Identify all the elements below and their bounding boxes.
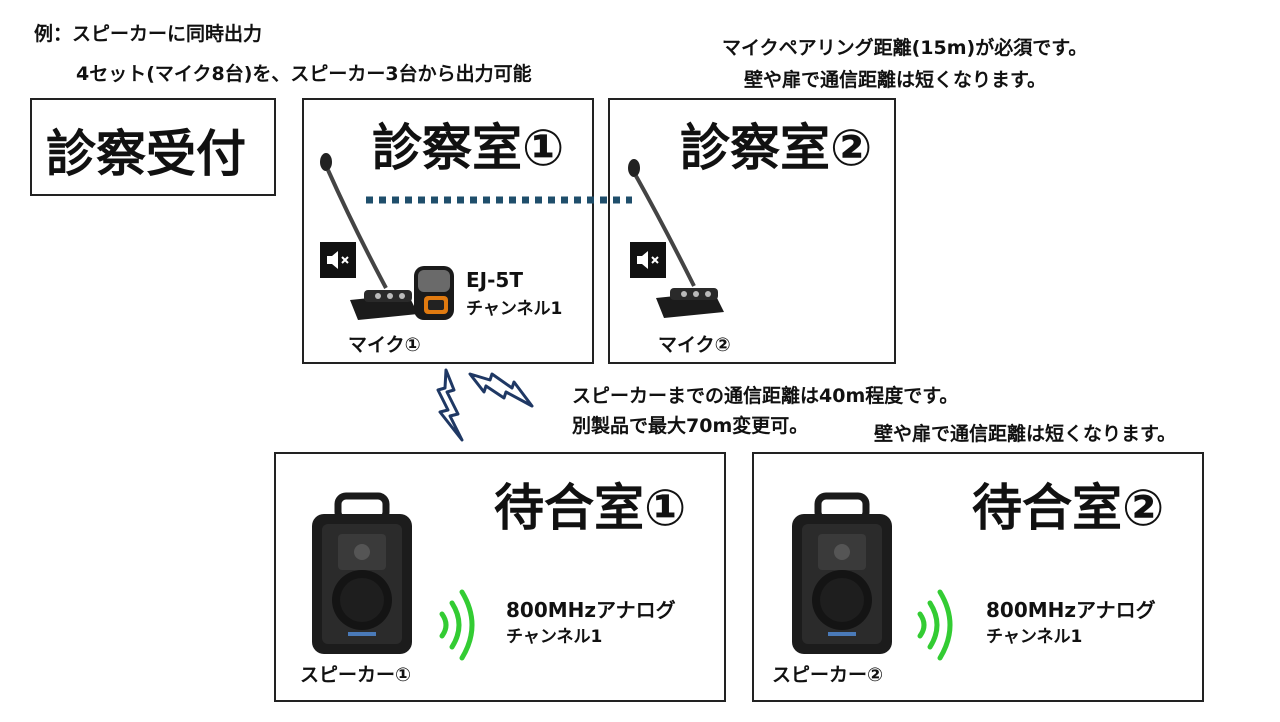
example-note-line2: 4セット(マイク8台)を、スピーカー3台から出力可能 [76, 63, 532, 85]
portable-speaker-1 [312, 492, 412, 654]
exam-room-1-box: 診察室① EJ-5T チャンネル1 マイク① [302, 98, 594, 364]
comm-note-line3: 壁や扉で通信距離は短くなります。 [874, 423, 1177, 445]
comm-note-line2: 別製品で最大70m変更可。 [572, 415, 809, 437]
waiting-room-2-box: 待合室② 800MHzアナログ チャンネル1 スピーカー② [752, 452, 1204, 702]
exam-room-2-box: 診察室② マイク② [608, 98, 896, 364]
speaker-1-label: スピーカー① [300, 664, 412, 686]
speaker-channel-1: チャンネル1 [506, 627, 603, 647]
lightning-signal-icon [436, 368, 464, 442]
mic-2-label: マイク② [658, 334, 731, 356]
reception-title: 診察受付 [46, 125, 246, 183]
waiting-room-1-title: 待合室① [494, 479, 687, 537]
pairing-dotted-line [366, 196, 632, 204]
transmitter-device [414, 266, 454, 320]
exam-room-2-title: 診察室② [680, 119, 873, 177]
gooseneck-mic-2 [628, 159, 724, 318]
waiting-room-1-box: 待合室① 800MHzアナログ チャンネル1 スピーカー① [274, 452, 726, 702]
speaker-channel-2: チャンネル1 [986, 627, 1083, 647]
gooseneck-mic-1 [320, 153, 418, 320]
reception-box: 診察受付 [30, 98, 276, 196]
device-name: EJ-5T [466, 268, 523, 292]
lightning-signal-icon [468, 372, 534, 408]
device-channel: チャンネル1 [466, 299, 563, 319]
example-note-line1: 例：スピーカーに同時出力 [34, 23, 263, 45]
exam-room-1-title: 診察室① [372, 119, 565, 177]
mic-1-label: マイク① [348, 334, 421, 356]
waiting-room-2-title: 待合室② [972, 479, 1165, 537]
signal-type-1: 800MHzアナログ [506, 598, 676, 622]
radio-wave-icon [917, 589, 953, 661]
portable-speaker-2 [792, 492, 892, 654]
pairing-note-line2: 壁や扉で通信距離は短くなります。 [744, 69, 1047, 91]
speaker-mute-icon [320, 242, 356, 278]
radio-wave-icon [439, 589, 475, 661]
speaker-mute-icon [630, 242, 666, 278]
speaker-2-label: スピーカー② [772, 664, 884, 686]
comm-note-line1: スピーカーまでの通信距離は40m程度です。 [572, 385, 959, 407]
signal-type-2: 800MHzアナログ [986, 598, 1156, 622]
pairing-note-line1: マイクペアリング距離(15m)が必須です。 [722, 37, 1088, 59]
